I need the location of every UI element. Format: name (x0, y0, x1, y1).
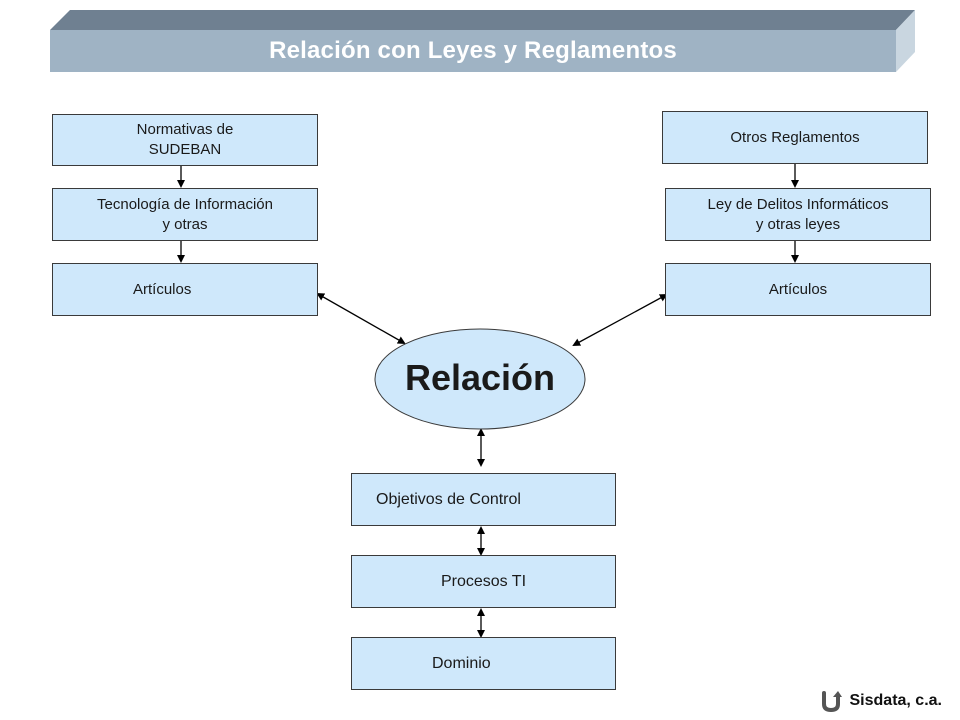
u-arrow-logo-icon (821, 691, 842, 713)
banner-top-face (50, 10, 915, 30)
banner-side-face (896, 10, 915, 72)
footer-brand: Sisdata, c.a. (820, 689, 943, 713)
box-ley-delitos-informaticos: Ley de Delitos Informáticos y otras leye… (665, 188, 931, 241)
arrow-left-articulos-relacion (316, 293, 406, 344)
box-dominio: Dominio (351, 637, 616, 690)
box-normativas-sudeban: Normativas de SUDEBAN (52, 114, 318, 166)
box-procesos-ti: Procesos TI (351, 555, 616, 608)
page-title: Relación con Leyes y Reglamentos (269, 37, 677, 64)
company-name: Sisdata, c.a. (849, 692, 943, 709)
banner-front-face (50, 30, 896, 72)
objetivos-control-label: Objetivos de Control (376, 490, 521, 508)
relacion-ellipse-label: Relación (404, 357, 556, 398)
articulos-left-label: Artículos (133, 280, 192, 298)
dominio-label: Dominio (432, 654, 491, 672)
title-banner (50, 10, 915, 72)
arrow-right-articulos-relacion (572, 294, 668, 346)
box-objetivos-control: Objetivos de Control (351, 473, 616, 526)
box-tecnologia-informacion: Tecnología de Información y otras (52, 188, 318, 241)
box-articulos-left: Artículos (52, 263, 318, 316)
box-articulos-right: Artículos (665, 263, 931, 316)
box-otros-reglamentos: Otros Reglamentos (662, 111, 928, 164)
